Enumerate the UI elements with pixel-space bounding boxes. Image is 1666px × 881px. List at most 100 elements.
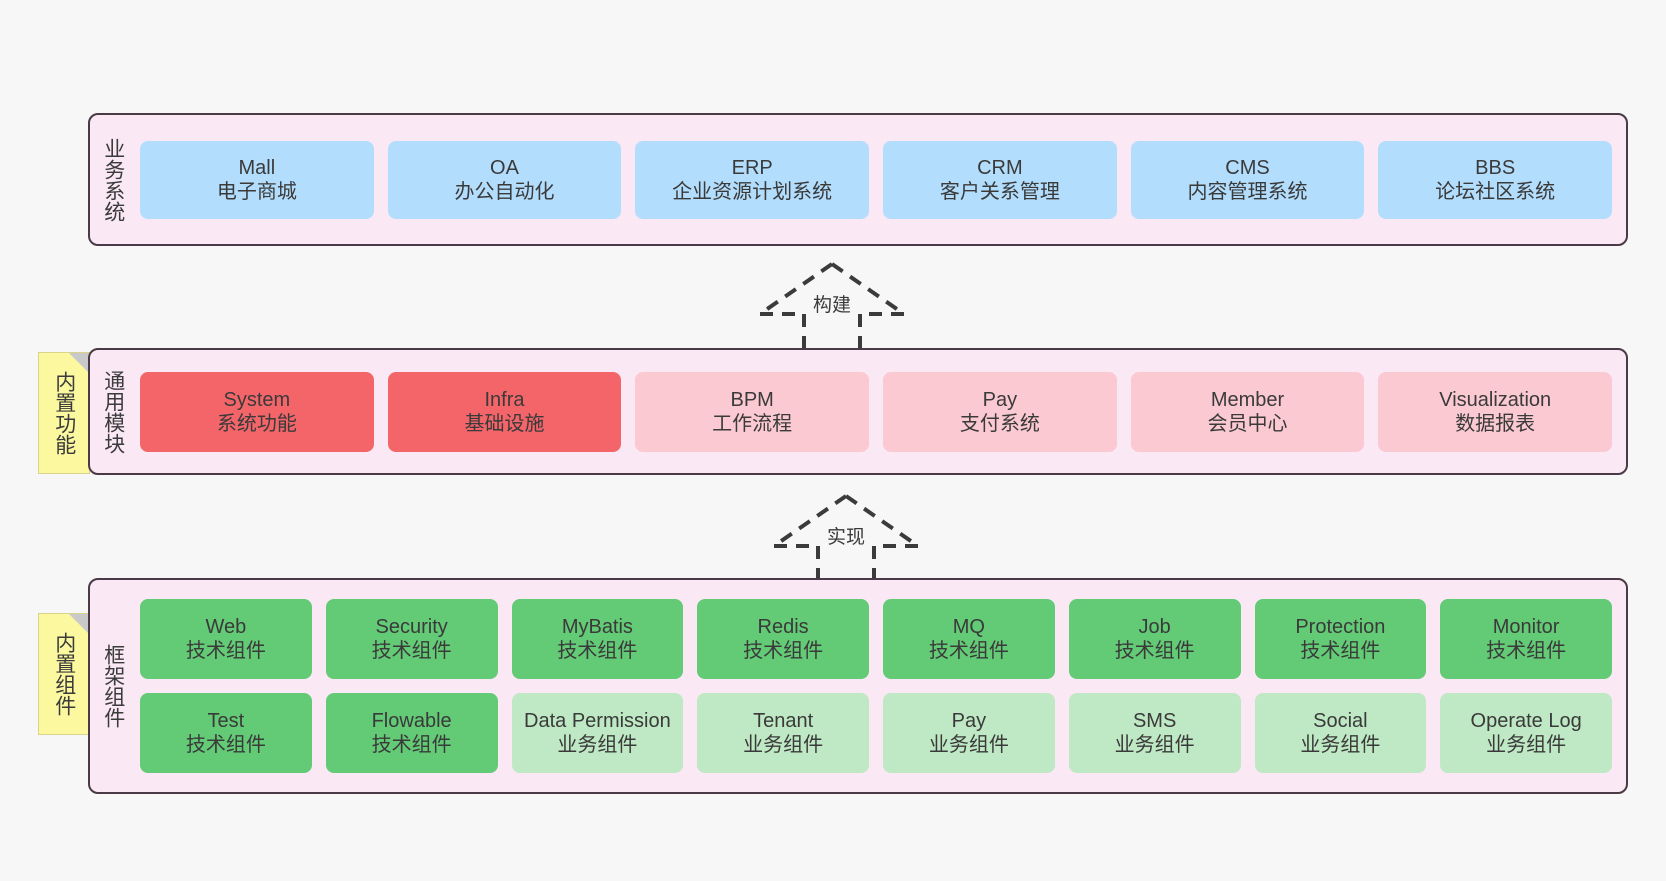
node-system[interactable]: System 系统功能	[140, 371, 374, 452]
dashed-up-arrow-icon	[772, 494, 920, 582]
node-title: Visualization	[1439, 388, 1552, 411]
dashed-up-arrow-icon	[758, 262, 906, 350]
node-subtitle: 技术组件	[1300, 640, 1381, 662]
node-data-permission[interactable]: Data Permission 业务组件	[511, 693, 684, 773]
node-title: OA	[490, 156, 519, 179]
node-pay-component[interactable]: Pay 业务组件	[883, 693, 1055, 773]
node-title: Tenant	[753, 710, 814, 732]
sticky-note-builtin-features: 内置功能	[38, 352, 90, 474]
layer-framework-components: 框架组件 Web 技术组件 Security 技术组件 MyBatis 技术组件…	[88, 578, 1628, 794]
node-protection[interactable]: Protection 技术组件	[1254, 599, 1427, 679]
node-title: Operate Log	[1470, 710, 1582, 732]
layer-body-business: Mall 电子商城 OA 办公自动化 ERP 企业资源计划系统 CRM 客户关系…	[136, 115, 1626, 244]
node-subtitle: 业务组件	[928, 734, 1009, 756]
node-operate-log[interactable]: Operate Log 业务组件	[1440, 693, 1612, 773]
node-subtitle: 技术组件	[1486, 640, 1567, 662]
node-subtitle: 技术组件	[743, 640, 824, 662]
node-subtitle: 技术组件	[371, 734, 452, 756]
sticky-note-label: 内置组件	[52, 632, 76, 716]
node-visualization[interactable]: Visualization 数据报表	[1378, 371, 1613, 452]
node-bbs[interactable]: BBS 论坛社区系统	[1378, 140, 1613, 219]
connector-implement-arrow: 实现	[766, 490, 926, 582]
node-title: MyBatis	[561, 616, 633, 638]
node-title: System	[223, 388, 291, 411]
node-subtitle: 业务组件	[743, 734, 824, 756]
node-erp[interactable]: ERP 企业资源计划系统	[635, 140, 870, 219]
node-title: Flowable	[371, 710, 452, 732]
node-oa[interactable]: OA 办公自动化	[387, 140, 622, 219]
node-test[interactable]: Test 技术组件	[140, 693, 312, 773]
layer-row: System 系统功能 Infra 基础设施 BPM 工作流程 Pay 支付系统…	[140, 371, 1613, 452]
node-monitor[interactable]: Monitor 技术组件	[1440, 599, 1612, 679]
connector-build-arrow: 构建	[752, 258, 912, 350]
node-title: Monitor	[1492, 616, 1560, 638]
node-title: SMS	[1132, 710, 1177, 732]
node-subtitle: 技术组件	[185, 734, 266, 756]
node-subtitle: 业务组件	[1300, 734, 1381, 756]
node-title: Mall	[238, 156, 276, 179]
node-title: Web	[205, 616, 247, 638]
node-subtitle: 工作流程	[712, 412, 793, 435]
layer-title-framework: 框架组件	[101, 644, 125, 728]
connector-label: 构建	[809, 290, 855, 317]
layer-body-modules: System 系统功能 Infra 基础设施 BPM 工作流程 Pay 支付系统…	[136, 350, 1626, 473]
page-fold-corner-icon	[69, 614, 89, 634]
node-job[interactable]: Job 技术组件	[1068, 599, 1241, 679]
node-subtitle: 论坛社区系统	[1435, 180, 1556, 203]
node-tenant[interactable]: Tenant 业务组件	[697, 693, 869, 773]
layer-business-systems: 业务系统 Mall 电子商城 OA 办公自动化 ERP 企业资源计划系统 CRM…	[88, 113, 1628, 246]
node-title: Redis	[757, 616, 809, 638]
node-title: MQ	[952, 616, 985, 638]
node-security[interactable]: Security 技术组件	[325, 599, 498, 679]
node-redis[interactable]: Redis 技术组件	[697, 599, 869, 679]
sticky-note-builtin-components: 内置组件	[38, 613, 90, 735]
node-title: Data Permission	[524, 710, 671, 732]
node-subtitle: 系统功能	[216, 412, 297, 435]
node-crm[interactable]: CRM 客户关系管理	[883, 140, 1117, 219]
node-subtitle: 办公自动化	[454, 180, 555, 203]
layer-row: Test 技术组件 Flowable 技术组件 Data Permission …	[140, 693, 1612, 773]
node-mall[interactable]: Mall 电子商城	[140, 140, 374, 219]
node-title: CMS	[1225, 156, 1270, 179]
node-subtitle: 客户关系管理	[939, 180, 1060, 203]
layer-title-business: 业务系统	[101, 137, 125, 222]
node-subtitle: 技术组件	[1114, 640, 1195, 662]
node-title: ERP	[731, 156, 773, 179]
node-subtitle: 支付系统	[959, 412, 1040, 435]
node-title: Job	[1138, 616, 1171, 638]
node-sms[interactable]: SMS 业务组件	[1068, 693, 1241, 773]
page-fold-corner-icon	[69, 353, 89, 373]
node-title: Social	[1313, 710, 1368, 732]
node-title: Test	[207, 710, 245, 732]
node-web[interactable]: Web 技术组件	[140, 599, 312, 679]
node-subtitle: 内容管理系统	[1187, 180, 1308, 203]
node-title: Member	[1210, 388, 1285, 411]
node-subtitle: 基础设施	[464, 412, 545, 435]
node-subtitle: 业务组件	[1114, 734, 1195, 756]
node-infra[interactable]: Infra 基础设施	[387, 371, 622, 452]
node-bpm[interactable]: BPM 工作流程	[635, 371, 870, 452]
node-title: CRM	[977, 156, 1023, 179]
node-subtitle: 企业资源计划系统	[672, 180, 833, 203]
node-subtitle: 技术组件	[557, 640, 638, 662]
node-subtitle: 技术组件	[185, 640, 266, 662]
layer-title-modules: 通用模块	[101, 369, 125, 454]
node-social[interactable]: Social 业务组件	[1254, 693, 1427, 773]
node-title: BBS	[1475, 156, 1516, 179]
node-cms[interactable]: CMS 内容管理系统	[1130, 140, 1365, 219]
node-title: Protection	[1295, 616, 1386, 638]
node-mq[interactable]: MQ 技术组件	[883, 599, 1055, 679]
node-mybatis[interactable]: MyBatis 技术组件	[511, 599, 684, 679]
layer-row: Web 技术组件 Security 技术组件 MyBatis 技术组件 Redi…	[140, 599, 1612, 679]
node-subtitle: 技术组件	[371, 640, 452, 662]
node-subtitle: 数据报表	[1455, 412, 1536, 435]
sticky-note-label: 内置功能	[52, 371, 76, 455]
node-subtitle: 会员中心	[1207, 412, 1288, 435]
node-title: Security	[375, 616, 448, 638]
node-member[interactable]: Member 会员中心	[1130, 371, 1365, 452]
layer-common-modules: 通用模块 System 系统功能 Infra 基础设施 BPM 工作流程 Pay…	[88, 348, 1628, 475]
node-pay[interactable]: Pay 支付系统	[883, 371, 1117, 452]
node-flowable[interactable]: Flowable 技术组件	[325, 693, 498, 773]
node-subtitle: 业务组件	[1486, 734, 1567, 756]
layer-row: Mall 电子商城 OA 办公自动化 ERP 企业资源计划系统 CRM 客户关系…	[140, 140, 1613, 219]
